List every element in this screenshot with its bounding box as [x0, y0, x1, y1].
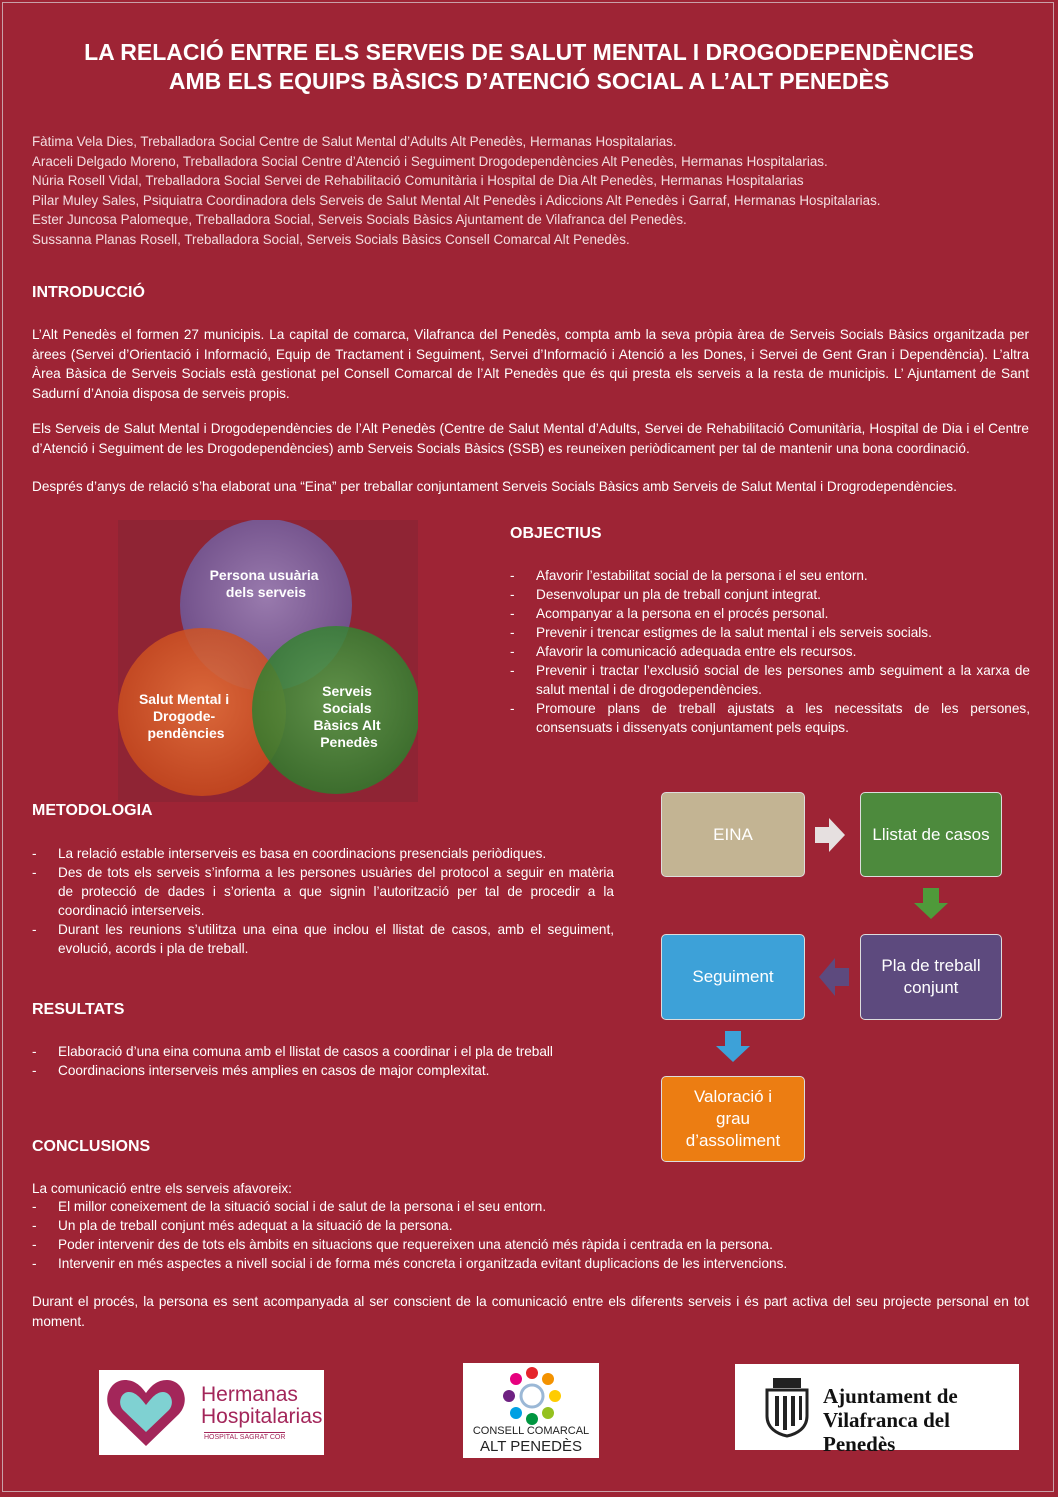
- authors-list: Fàtima Vela Dies, Treballadora Social Ce…: [32, 132, 1032, 249]
- arrow-down-icon: [914, 888, 948, 919]
- venn-diagram: Persona usuària dels serveis Salut Menta…: [118, 519, 420, 802]
- consell-logo-line-1: CONSELL COMARCAL: [472, 1425, 590, 1437]
- intro-heading: INTRODUCCIÓ: [32, 284, 145, 301]
- title-line-1: LA RELACIÓ ENTRE ELS SERVEIS DE SALUT ME…: [84, 39, 974, 65]
- title-line-2: AMB ELS EQUIPS BÀSICS D’ATENCIÓ SOCIAL A…: [168, 68, 890, 94]
- conclusions-final: Durant el procés, la persona es sent aco…: [32, 1294, 1029, 1329]
- hermanas-hospitalarias-logo: Hermanas Hospitalarias HOSPITAL SAGRAT C…: [99, 1370, 324, 1455]
- arrow-right-icon: [815, 818, 845, 852]
- author-line: Fàtima Vela Dies, Treballadora Social Ce…: [32, 134, 677, 149]
- list-item: Intervenir en més aspectes a nivell soci…: [32, 1254, 1029, 1273]
- venn-label-mental-health: Salut Mental i Drogode- pendències: [139, 691, 233, 741]
- arrow-down-icon: [716, 1031, 750, 1062]
- conclusions-heading: CONCLUSIONS: [32, 1138, 151, 1155]
- people-ring-icon: [503, 1367, 561, 1425]
- venn-left-line: pendències: [147, 725, 224, 741]
- list-item: Des de tots els serveis s’informa a les …: [32, 863, 614, 920]
- flow-box-seguiment: Seguiment: [661, 934, 805, 1020]
- author-line: Pilar Muley Sales, Psiquiatra Coordinado…: [32, 192, 881, 208]
- ajuntament-logo-line: Vilafranca del Penedès: [823, 1408, 950, 1456]
- conclusions-intro: La comunicació entre els serveis afavore…: [32, 1181, 292, 1196]
- author-line: Araceli Delgado Moreno, Treballadora Soc…: [32, 153, 828, 169]
- list-item: Prevenir i trencar estigmes de la salut …: [510, 623, 1030, 642]
- flow-label-eina: EINA: [713, 824, 753, 844]
- metodologia-heading: METODOLOGIA: [32, 802, 153, 819]
- intro-paragraph-1: L’Alt Penedès el formen 27 municipis. La…: [32, 327, 1029, 401]
- intro-paragraph-3: Després d’anys de relació s’ha elaborat …: [32, 479, 957, 494]
- list-item: Coordinacions interserveis més amplies e…: [32, 1061, 614, 1080]
- metodologia-list: La relació estable interserveis es basa …: [32, 844, 614, 958]
- flow-box-eina: EINA: [661, 792, 805, 877]
- venn-label-social-services: Serveis Socials Bàsics Alt Penedès: [313, 683, 384, 750]
- list-item: Un pla de treball conjunt més adequat a …: [32, 1216, 1029, 1235]
- list-item: El millor coneixement de la situació soc…: [32, 1197, 1029, 1216]
- intro-paragraph-2: Els Serveis de Salut Mental i Drogodepen…: [32, 421, 1029, 456]
- venn-right-line: Socials: [323, 700, 372, 716]
- list-item: Poder intervenir des de tots els àmbits …: [32, 1235, 1029, 1254]
- heart-icon: [107, 1380, 185, 1446]
- list-item: Elaboració d’una eina comuna amb el llis…: [32, 1042, 614, 1061]
- venn-label-person: Persona usuària dels serveis: [210, 567, 323, 600]
- coat-of-arms-icon: [765, 1378, 809, 1438]
- list-item: Prevenir i tractar l’exclusió social de …: [510, 661, 1030, 699]
- flow-label-llistat-casos: Llistat de casos: [872, 824, 990, 844]
- hermanas-logo-subtitle: HOSPITAL SAGRAT COR: [204, 1432, 286, 1441]
- flow-pla-line: conjunt: [903, 978, 959, 997]
- poster-title: LA RELACIÓ ENTRE ELS SERVEIS DE SALUT ME…: [20, 38, 1038, 96]
- ajuntament-vilafranca-logo: Ajuntament de Vilafranca del Penedès: [735, 1364, 1019, 1456]
- author-line: Ester Juncosa Palomeque, Treballadora So…: [32, 212, 687, 227]
- venn-label-person-text: Persona usuària: [210, 567, 319, 583]
- objectius-heading: OBJECTIUS: [510, 525, 602, 542]
- objectius-list: Afavorir l’estabilitat social de la pers…: [510, 566, 1030, 737]
- flow-valoracio-line: d’assoliment: [685, 1131, 781, 1150]
- list-item: Durant les reunions s’utilitza una eina …: [32, 920, 614, 958]
- list-item: Afavorir la comunicació adequada entre e…: [510, 642, 1030, 661]
- venn-right-line: Bàsics Alt: [313, 717, 381, 733]
- flow-valoracio-line: Valoració i: [693, 1087, 773, 1106]
- flow-label-valoracio: Valoració i grau d’assoliment: [686, 1086, 781, 1152]
- flow-label-seguiment: Seguiment: [692, 967, 774, 986]
- flow-box-valoracio: Valoració i grau d’assoliment: [661, 1076, 805, 1162]
- list-item: Afavorir l’estabilitat social de la pers…: [510, 566, 1030, 585]
- venn-left-line: Drogode-: [153, 708, 216, 724]
- resultats-list: Elaboració d’una eina comuna amb el llis…: [32, 1042, 614, 1080]
- conclusions-list: El millor coneixement de la situació soc…: [32, 1197, 1029, 1273]
- ajuntament-logo-line: Ajuntament de: [823, 1384, 958, 1408]
- venn-svg: Persona usuària dels serveis Salut Menta…: [118, 519, 420, 796]
- author-line: Sussanna Planas Rosell, Treballadora Soc…: [32, 231, 630, 247]
- venn-label-person-text-2: dels serveis: [226, 584, 306, 600]
- hermanas-logo-text: Hermanas Hospitalarias: [201, 1384, 322, 1428]
- consell-logo-line-2: ALT PENEDÈS: [480, 1438, 582, 1455]
- list-item: Promoure plans de treball ajustats a les…: [510, 699, 1030, 737]
- ajuntament-logo-text: Ajuntament de Vilafranca del Penedès: [823, 1384, 1019, 1456]
- flow-valoracio-line: grau: [715, 1109, 751, 1128]
- flow-pla-line: Pla de treball: [881, 956, 981, 975]
- venn-right-line: Penedès: [320, 734, 378, 750]
- venn-circle-mental-health: [118, 628, 286, 796]
- arrow-left-icon: [819, 958, 849, 996]
- flow-label-pla-treball: Pla de treball conjunt: [881, 955, 980, 999]
- flow-box-pla-treball: Pla de treball conjunt: [860, 934, 1002, 1020]
- author-line: Núria Rosell Vidal, Treballadora Social …: [32, 173, 804, 188]
- resultats-heading: RESULTATS: [32, 1001, 125, 1018]
- list-item: Acompanyar a la persona en el procés per…: [510, 604, 1030, 623]
- list-item: La relació estable interserveis es basa …: [32, 844, 614, 863]
- consell-comarcal-logo: CONSELL COMARCAL ALT PENEDÈS: [463, 1363, 599, 1458]
- flow-box-llistat-casos: Llistat de casos: [860, 792, 1002, 877]
- venn-left-line: Salut Mental i: [139, 691, 229, 707]
- venn-right-line: Serveis: [322, 683, 372, 699]
- venn-circle-social-services: [252, 626, 420, 794]
- hermanas-logo-line: Hospitalarias: [201, 1405, 323, 1428]
- hermanas-logo-line: Hermanas: [201, 1383, 298, 1406]
- list-item: Desenvolupar un pla de treball conjunt i…: [510, 585, 1030, 604]
